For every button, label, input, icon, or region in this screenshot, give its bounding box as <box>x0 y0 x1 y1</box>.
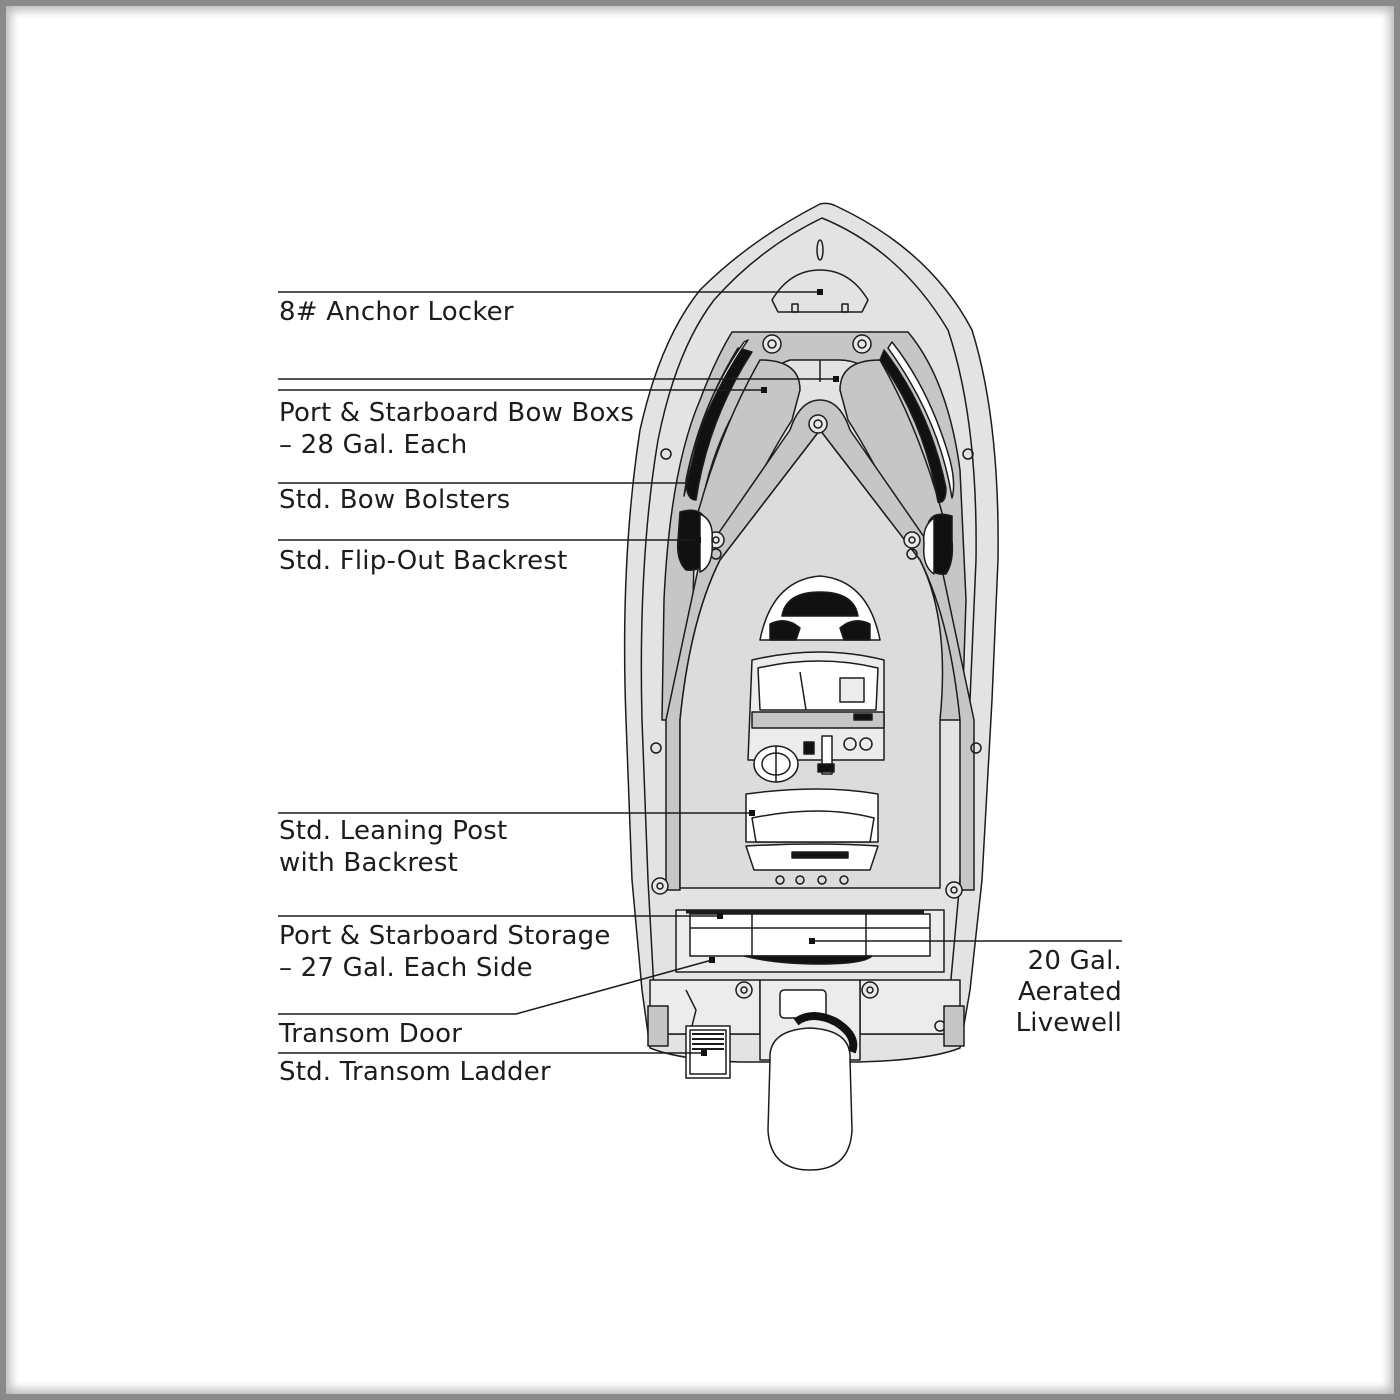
leaning-post-label-line-2: with Backrest <box>279 848 459 878</box>
storage-label-line-1: Port & Starboard Storage <box>279 921 611 951</box>
storage-label-line-2: – 27 Gal. Each Side <box>279 953 533 983</box>
livewell-label-line-2: Aerated <box>1017 977 1122 1007</box>
outboard-motor <box>767 1027 853 1171</box>
livewell-label-line-1: 20 Gal. <box>1027 946 1122 976</box>
bow-boxes-label-line-1: Port & Starboard Bow Boxs <box>279 398 635 428</box>
anchor-locker-hatch <box>771 269 869 313</box>
transom-door-label-text: Transom Door <box>279 1019 463 1049</box>
flip-out-backrest-label-text: Std. Flip-Out Backrest <box>279 546 568 576</box>
transom-ladder-label-text: Std. Transom Ladder <box>279 1057 551 1087</box>
leaning-post-label-line-1: Std. Leaning Post <box>279 816 508 846</box>
transom-ladder-label: Std. Transom Ladder <box>279 1056 551 1088</box>
anchor-locker-label: 8# Anchor Locker <box>279 296 514 328</box>
flip-out-backrest-label: Std. Flip-Out Backrest <box>279 545 568 577</box>
anchor-locker-label-text: 8# Anchor Locker <box>279 297 514 327</box>
bow-boxes-label: Port & Starboard Bow Boxs – 28 Gal. Each <box>279 397 634 461</box>
livewell-lid <box>743 955 873 965</box>
hull-rim <box>640 217 977 1035</box>
storage-label: Port & Starboard Storage – 27 Gal. Each … <box>279 920 611 984</box>
starboard-bow-bolster <box>879 349 947 503</box>
bow-bolsters-label: Std. Bow Bolsters <box>279 484 510 516</box>
bow-bolsters-label-text: Std. Bow Bolsters <box>279 485 511 515</box>
livewell-label-line-3: Livewell <box>1015 1008 1122 1038</box>
livewell-label: 20 Gal. Aerated Livewell <box>1016 946 1122 1039</box>
transom-door-label: Transom Door <box>279 1018 462 1050</box>
leaning-post-label: Std. Leaning Post with Backrest <box>279 815 507 879</box>
bow-boxes-label-line-2: – 28 Gal. Each <box>279 430 468 460</box>
